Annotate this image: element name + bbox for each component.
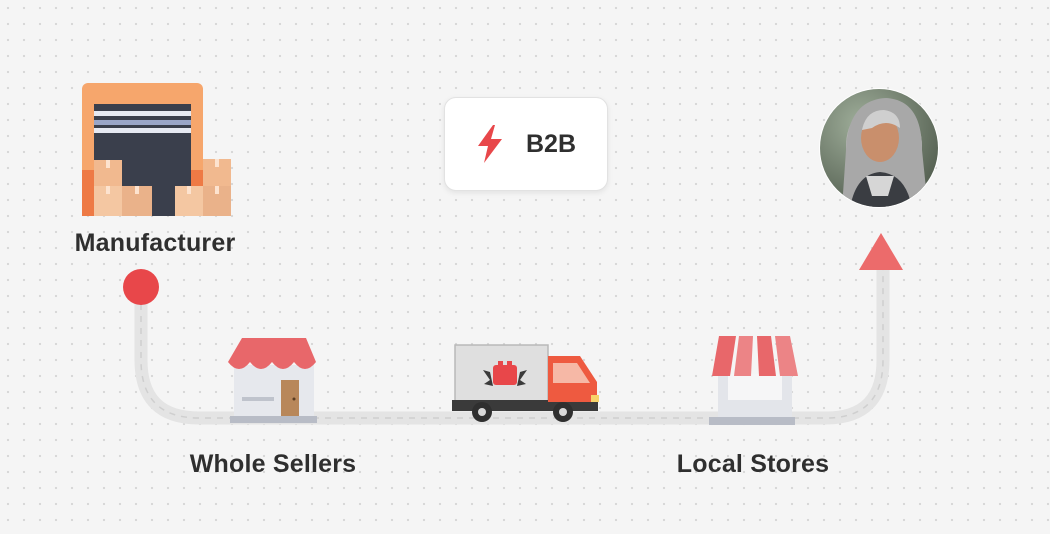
manufacturer-label: Manufacturer (74, 229, 236, 257)
shop-building-icon (228, 338, 317, 423)
flow-path (134, 255, 890, 425)
local-stores-label: Local Stores (676, 450, 830, 478)
lightning-bolt-icon (476, 125, 504, 163)
market-stall-icon (709, 336, 798, 425)
factory-warehouse-icon (82, 83, 231, 216)
customer-avatar (819, 88, 939, 208)
b2b-label: B2B (525, 129, 576, 158)
start-dot (123, 269, 159, 305)
whole-sellers-label: Whole Sellers (189, 450, 357, 478)
b2b-badge: B2B (444, 97, 608, 191)
delivery-truck-icon (452, 344, 599, 422)
end-arrow (859, 233, 903, 270)
